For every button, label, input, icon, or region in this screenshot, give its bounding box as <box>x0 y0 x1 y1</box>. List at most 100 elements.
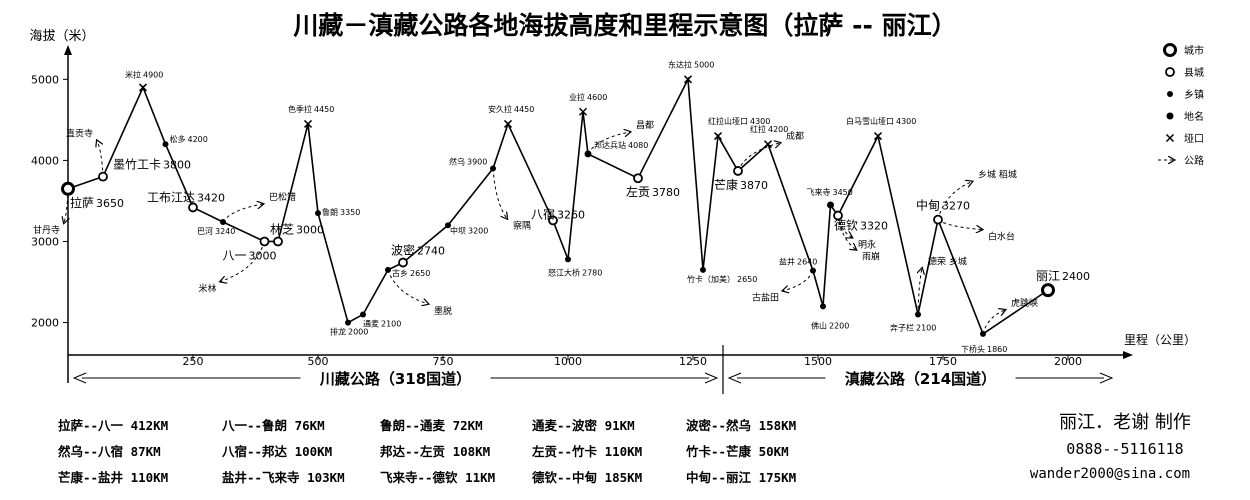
side-route-arrow <box>492 168 507 219</box>
point-name: 色季拉 <box>288 104 312 114</box>
point-altitude: 3240 <box>215 227 235 236</box>
place-marker <box>827 201 834 209</box>
side-route-label: 墨脱 <box>434 305 452 317</box>
legend-label: 垭口 <box>1184 132 1204 145</box>
distance-cell: 八宿--邦达 100KM <box>221 444 332 459</box>
town-marker <box>820 303 826 310</box>
point-altitude: 2780 <box>582 268 602 277</box>
pass-marker <box>503 119 513 128</box>
town-marker <box>220 219 226 226</box>
point-altitude: 3260 <box>557 208 585 221</box>
town-marker <box>565 256 571 263</box>
point-name: 通麦 <box>363 318 379 328</box>
side-route-label: 甘丹寺 <box>33 224 60 236</box>
legend-label: 地名 <box>1184 110 1204 123</box>
side-route-label: 直贡寺 <box>66 128 93 140</box>
county-marker <box>1165 67 1175 77</box>
pass-marker <box>303 119 313 128</box>
point-altitude: 4200 <box>768 125 788 134</box>
legend-label: 县城 <box>1184 67 1204 79</box>
side-route-label: 巴松错 <box>269 191 296 203</box>
point-name: 巴河 <box>197 226 213 236</box>
side-route-arrow <box>837 215 856 250</box>
side-route-arrow <box>937 219 982 230</box>
x-tick-label: 500 <box>308 355 329 368</box>
point-name: 德钦 <box>834 218 858 233</box>
side-route-label: 白水台 <box>988 231 1015 243</box>
legend-label: 公路 <box>1184 154 1204 167</box>
pass-marker <box>138 83 148 92</box>
distance-cell: 飞来寺--德钦 11KM <box>380 470 495 485</box>
point-name: 墨竹工卡 <box>113 158 161 172</box>
side-route-label: 古盐田 <box>752 292 779 304</box>
pass-marker <box>1165 133 1175 143</box>
county-marker <box>633 173 643 184</box>
side-route-arrow <box>221 241 265 281</box>
town-marker <box>915 311 921 318</box>
pass-marker <box>763 140 773 149</box>
point-name: 下桥头 <box>961 344 985 354</box>
side-route-arrow <box>587 132 630 155</box>
side-route-arrow <box>222 204 263 223</box>
x-tick-label: 1750 <box>929 355 957 368</box>
point-name: 鲁朗 <box>322 207 338 217</box>
point-name: 拉萨 <box>70 195 94 210</box>
markers <box>61 75 1055 337</box>
town-marker <box>360 311 366 318</box>
point-altitude: 3650 <box>96 197 124 210</box>
side-route-label: 德荣 乡城 <box>928 255 967 267</box>
pass-marker <box>683 75 693 84</box>
side-routes: 直贡寺甘丹寺巴松错米林墨脱察隅昌都成都古盐田明永雨崩德荣 乡城乡城 稻城白水台虎… <box>33 120 1038 335</box>
town-marker <box>162 141 169 148</box>
pass-marker <box>713 132 723 141</box>
y-tick-label: 4000 <box>31 154 59 167</box>
point-name: 丽江 <box>1036 269 1060 283</box>
distance-cell: 八一--鲁朗 76KM <box>221 418 325 433</box>
credit-email: wander2000@sina.com <box>1030 466 1190 482</box>
county-marker <box>259 236 270 247</box>
point-altitude: 2100 <box>381 319 401 328</box>
distance-cell: 通麦--波密 91KM <box>532 418 635 433</box>
point-name: 业拉 <box>569 92 585 102</box>
segment-arrow-left <box>72 372 87 384</box>
city-marker <box>1163 43 1177 57</box>
point-altitude: 4080 <box>628 141 648 150</box>
x-tick-label: 1500 <box>804 355 832 368</box>
distance-cell: 然乌--八宿 87KM <box>58 444 161 459</box>
county-marker <box>833 210 843 221</box>
segment-arrow-right <box>1099 372 1114 384</box>
point-name: 红拉山垭口 <box>708 116 748 126</box>
point-altitude: 4900 <box>143 70 163 79</box>
side-route-label: 明永 <box>858 239 876 251</box>
point-name: 八宿 <box>531 206 555 221</box>
point-altitude: 2400 <box>1062 270 1090 283</box>
point-altitude: 2640 <box>797 258 817 267</box>
chart-title: 川藏－滇藏公路各地海拔高度和里程示意图（拉萨 -- 丽江） <box>293 11 956 40</box>
point-altitude: 3450 <box>833 188 853 197</box>
point-name: 然乌 <box>449 157 465 167</box>
segments: 川藏公路（318国道）滇藏公路（214国道） <box>72 345 1114 394</box>
point-name: 波密 <box>391 243 415 258</box>
point-name: 左贡 <box>626 184 650 199</box>
point-altitude: 2200 <box>829 321 849 330</box>
legend-label: 城市 <box>1184 44 1204 57</box>
